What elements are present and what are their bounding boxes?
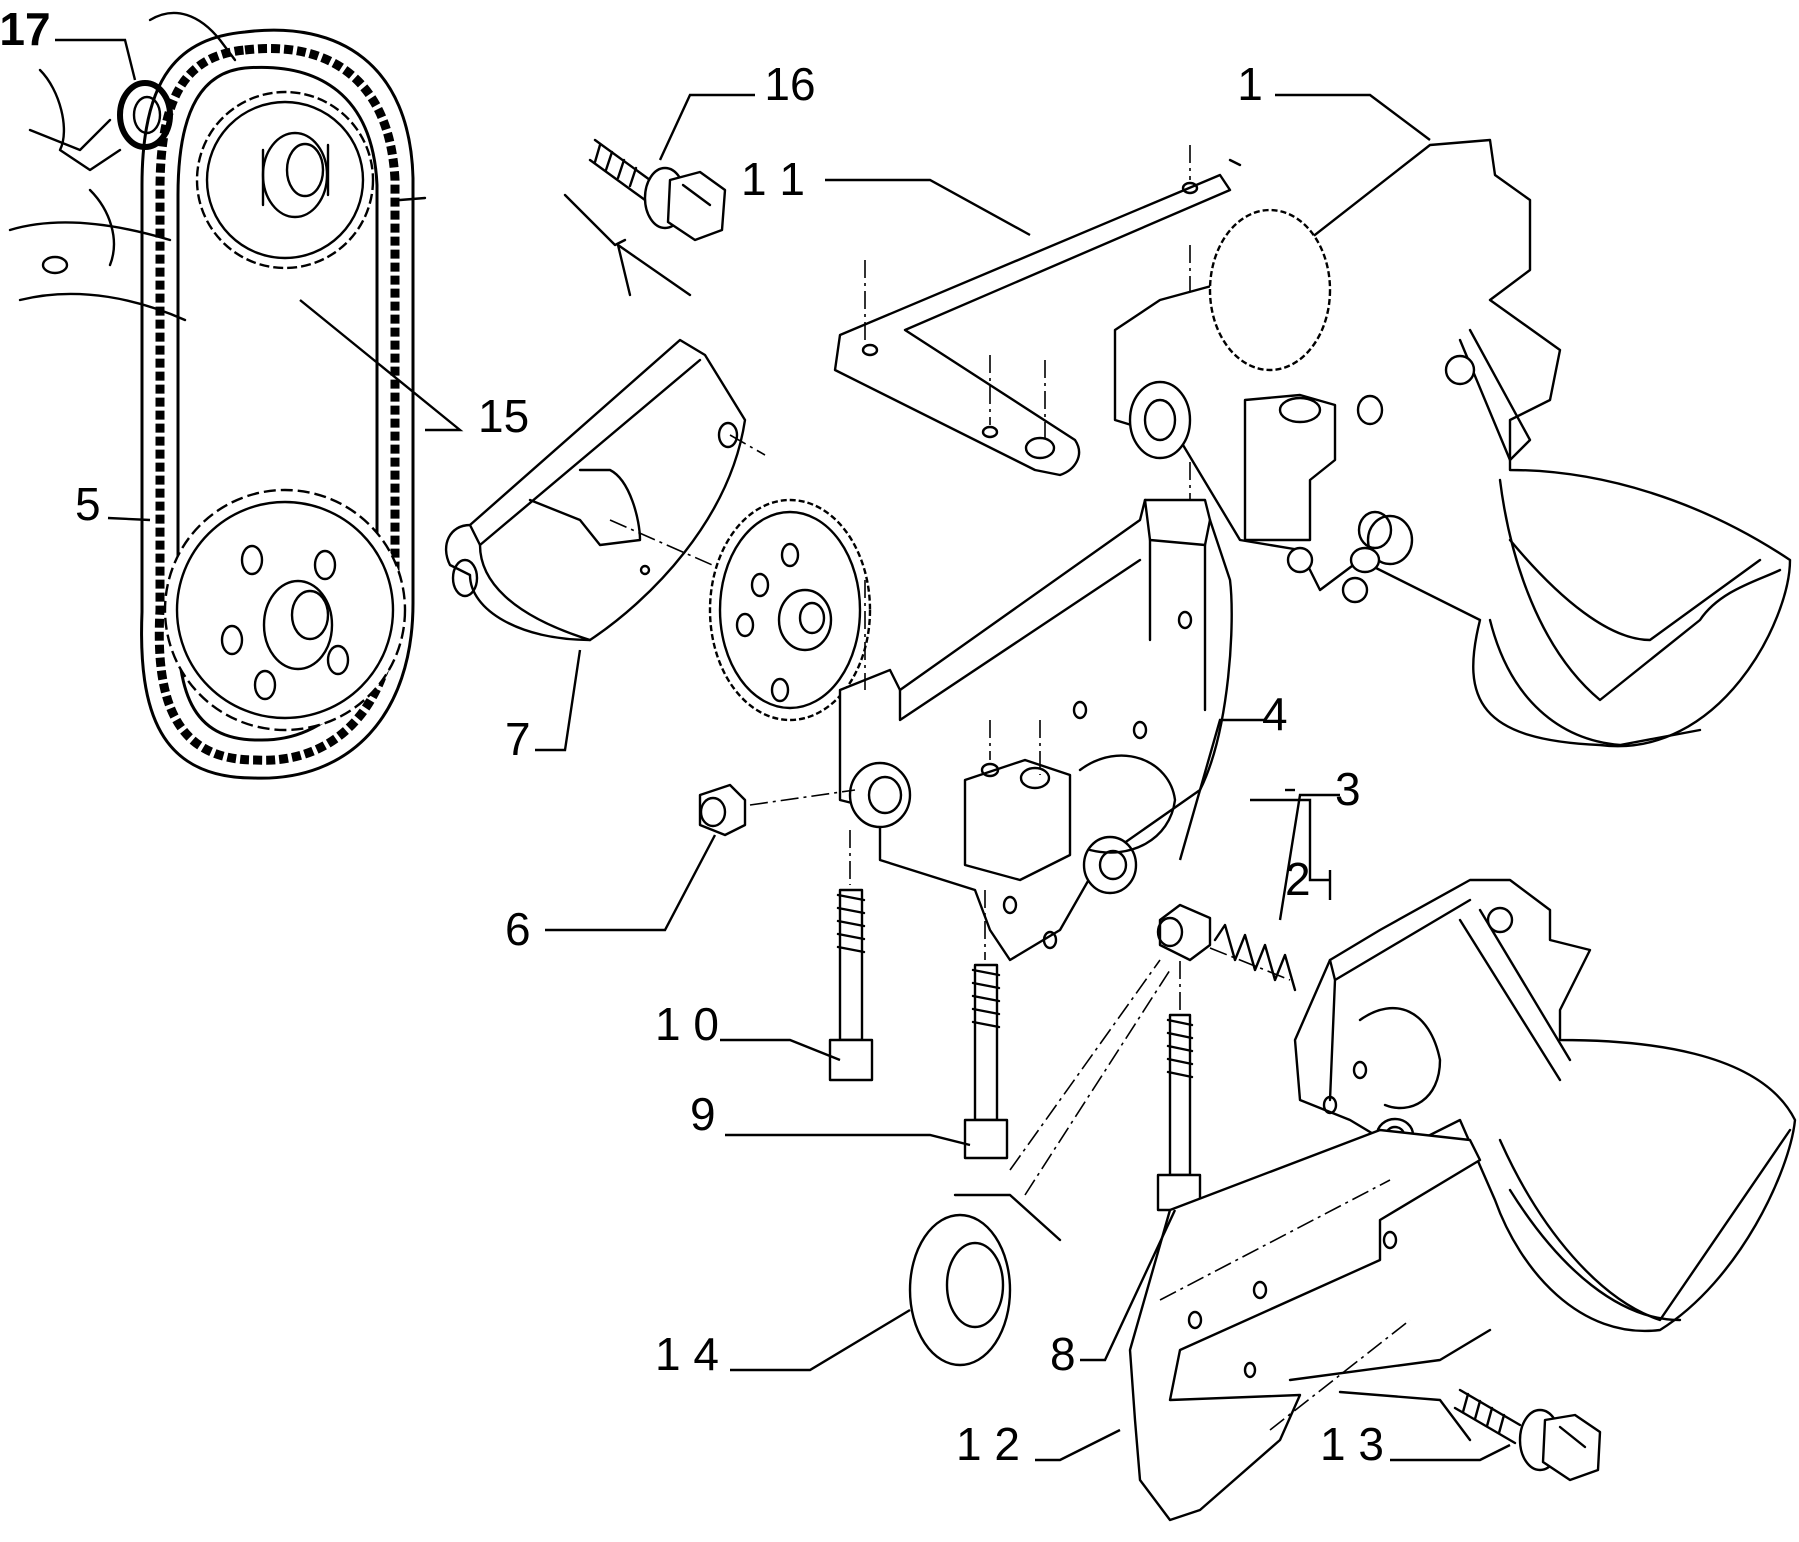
washer-14 (908, 959, 1171, 1367)
bolt-9 (963, 890, 1009, 1160)
baffle-plate (1128, 1128, 1482, 1522)
callout-9: 9 (690, 1088, 716, 1140)
bolt-10 (828, 830, 874, 1082)
callout-6: 6 (505, 903, 531, 955)
leader-lines (55, 38, 1511, 1462)
engine-housing-fragment (8, 11, 427, 322)
callout-8: 8 (1050, 1328, 1076, 1380)
callouts: 1 2 3 4 5 6 7 8 9 1 0 1 1 1 2 1 3 1 4 15… (0, 3, 1384, 1470)
plug-6 (698, 783, 856, 837)
callout-10: 1 0 (655, 998, 719, 1050)
callout-16: 16 (764, 58, 815, 110)
callout-3: 3 (1335, 763, 1361, 815)
callout-2: 2 (1285, 853, 1311, 905)
callout-15: 15 (478, 390, 529, 442)
callout-13: 1 3 (1320, 1418, 1384, 1470)
oil-pump-body (838, 245, 1233, 962)
upper-sprocket (195, 90, 375, 270)
callout-11: 1 1 (741, 153, 805, 205)
relief-valve-spring (1209, 923, 1297, 992)
pump-assembly-upper (1113, 138, 1792, 748)
callout-17: 17 (0, 3, 51, 55)
lower-sprocket (163, 488, 407, 732)
bolt-16 (588, 138, 727, 242)
callout-5: 5 (75, 478, 101, 530)
timing-chain (140, 28, 415, 780)
callout-4: 4 (1262, 688, 1288, 740)
callout-12: 1 2 (956, 1418, 1020, 1470)
callout-14: 1 4 (655, 1328, 719, 1380)
bolt-8 (1156, 930, 1202, 1212)
callout-1: 1 (1237, 58, 1263, 110)
pump-gear (708, 498, 872, 722)
support-bracket (833, 145, 1232, 477)
relief-valve-plunger (1156, 903, 1212, 962)
chain-guide (444, 193, 766, 642)
callout-7: 7 (505, 713, 531, 765)
bolt-13 (1288, 1328, 1602, 1482)
